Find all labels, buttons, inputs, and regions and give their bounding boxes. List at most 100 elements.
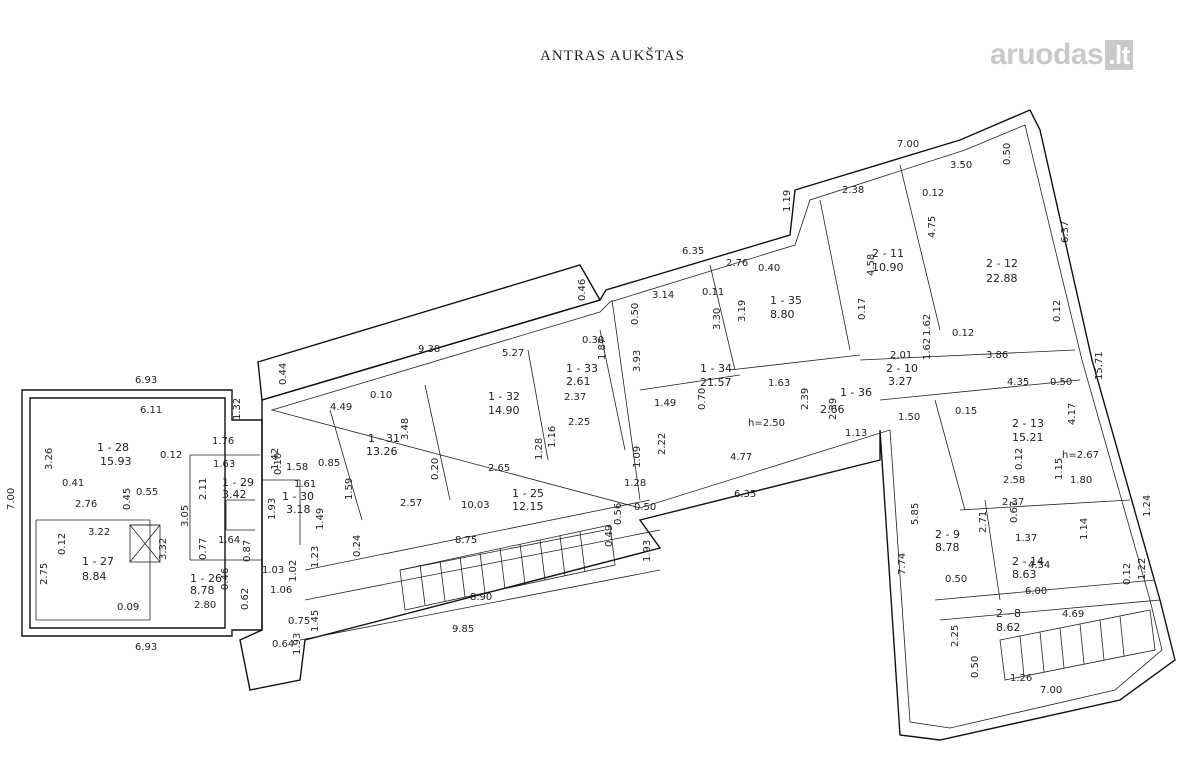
dimension-label: 4.17 [1067, 403, 1078, 425]
dimension-label: 0.50 [945, 574, 967, 585]
dimension-label: 1.13 [845, 428, 867, 439]
dimension-label: 1.93 [642, 540, 653, 562]
dimension-label: 0.85 [318, 458, 340, 469]
dimension-label: 1.14 [1079, 518, 1090, 540]
dimension-label: 4.69 [1062, 609, 1084, 620]
dimension-label: 1.19 [782, 190, 793, 212]
dimension-label: 3.86 [986, 350, 1008, 361]
dimension-label: 1.87 [597, 338, 608, 360]
dimension-label: 1.42 [270, 448, 281, 470]
dimension-label: 6.93 [135, 375, 157, 386]
room-area: 8.84 [82, 570, 107, 583]
dimension-label: 6.37 [1060, 221, 1071, 243]
dimension-label: 0.62 [240, 588, 251, 610]
dimension-label: 0.12 [160, 450, 182, 461]
dimension-label: 9.85 [452, 624, 474, 635]
dimension-label: 1.62 [922, 314, 933, 336]
stairs-main [399, 524, 616, 611]
room-id: 1 - 27 [82, 555, 114, 568]
central-wing-walls [239, 109, 1176, 741]
dimension-label: 4.77 [730, 452, 752, 463]
dimension-label: 0.46 [220, 568, 231, 590]
dimension-label: 1.59 [344, 478, 355, 500]
dimension-label: 0.12 [952, 328, 974, 339]
dimension-label: 1.26 [1010, 673, 1032, 684]
dimension-label: 2.58 [1003, 475, 1025, 486]
dimension-label: 1.58 [286, 462, 308, 473]
room-id: 1 - 30 [282, 490, 314, 503]
dimension-label: 1.63 [213, 459, 235, 470]
dimension-label: 8.90 [470, 592, 492, 603]
dimension-label: 3.14 [652, 290, 674, 301]
watermark-logo: aruodas.lt [990, 38, 1133, 72]
room-area: 14.90 [488, 404, 520, 417]
room-area: 3.18 [286, 503, 311, 516]
dimension-label: 4.34 [1028, 560, 1050, 571]
room-id: 1 - 36 [840, 386, 872, 399]
room-id: 1 - 34 [700, 362, 732, 375]
dimension-label: 2.71 [978, 511, 989, 533]
room-id: 1 - 28 [97, 441, 129, 454]
dimension-label: 1.93 [292, 633, 303, 655]
room-area: 3.27 [888, 375, 913, 388]
dimension-label: 15.71 [1094, 351, 1105, 380]
dimension-label: 1.28 [534, 438, 545, 460]
dimension-label: 9.38 [418, 344, 440, 355]
dimension-label: 1.93 [267, 498, 278, 520]
dimension-label: 2.39 [800, 388, 811, 410]
dimension-label: 3.50 [950, 160, 972, 171]
dimension-label: 2.76 [75, 499, 97, 510]
dimension-label: 2.38 [842, 185, 864, 196]
dimension-label: 1.02 [288, 560, 299, 582]
dimension-label: 1.63 [768, 378, 790, 389]
dimension-label: 3.93 [632, 350, 643, 372]
dimension-label: 1.32 [232, 398, 243, 420]
dimension-label: 2.01 [890, 350, 912, 361]
dimension-label: 0.75 [288, 616, 310, 627]
dimension-label: 0.41 [62, 478, 84, 489]
watermark-text: aruodas [990, 38, 1104, 71]
dimension-label: 6.93 [135, 642, 157, 653]
dimension-label: 0.10 [370, 390, 392, 401]
dimension-label: 1.06 [270, 585, 292, 596]
room-labels: 1 - 28 15.93 1 - 27 8.84 1 - 29 3.42 1 -… [82, 247, 1099, 634]
floor-title: ANTRAS AUKŠTAS [540, 48, 685, 64]
room-area: 12.15 [512, 500, 544, 513]
room-area: 8.63 [1012, 568, 1037, 581]
dimension-label: 6.35 [682, 246, 704, 257]
room-area: 15.93 [100, 455, 132, 468]
dimension-label: 1.03 [262, 565, 284, 576]
dimension-label: 6.35 [734, 489, 756, 500]
room-area: 8.80 [770, 308, 795, 321]
room-area: 8.78 [190, 584, 215, 597]
dimension-label: 3.05 [180, 505, 191, 527]
dimension-label: 0.17 [857, 298, 868, 320]
dimension-label: 5.85 [910, 503, 921, 525]
dimension-label: 4.75 [927, 216, 938, 238]
dimension-label: 7.00 [6, 488, 17, 510]
dimension-label: 4.58 [866, 254, 877, 276]
dimension-label: 5.27 [502, 348, 524, 359]
dimension-label: 2.37 [1002, 497, 1024, 508]
dimension-label: 0.50 [1002, 143, 1013, 165]
dimension-label: 0.12 [922, 188, 944, 199]
dimension-label: 0.10 [273, 453, 284, 475]
dimension-label: 0.30 [582, 335, 604, 346]
room-id: 2 - 11 [872, 247, 904, 260]
room-id: 1 - 29 [222, 476, 254, 489]
dimension-label: 0.77 [198, 538, 209, 560]
dimension-label: 0.15 [955, 406, 977, 417]
dimension-label: 2.39 [828, 398, 839, 420]
dimension-label: 7.00 [1040, 685, 1062, 696]
room-area: 8.62 [996, 621, 1021, 634]
dimension-label: 1.22 [1137, 558, 1148, 580]
dimension-label: 0.12 [1052, 300, 1063, 322]
dimension-label: 2.25 [568, 417, 590, 428]
dimension-label: 0.49 [604, 525, 615, 547]
dimension-label: 0.12 [1014, 448, 1025, 470]
dimension-label: 2.75 [39, 563, 50, 585]
room-id: 1 - 31 [368, 432, 400, 445]
dimension-label: 1.64 [218, 535, 240, 546]
dimension-label: 2.11 [198, 478, 209, 500]
